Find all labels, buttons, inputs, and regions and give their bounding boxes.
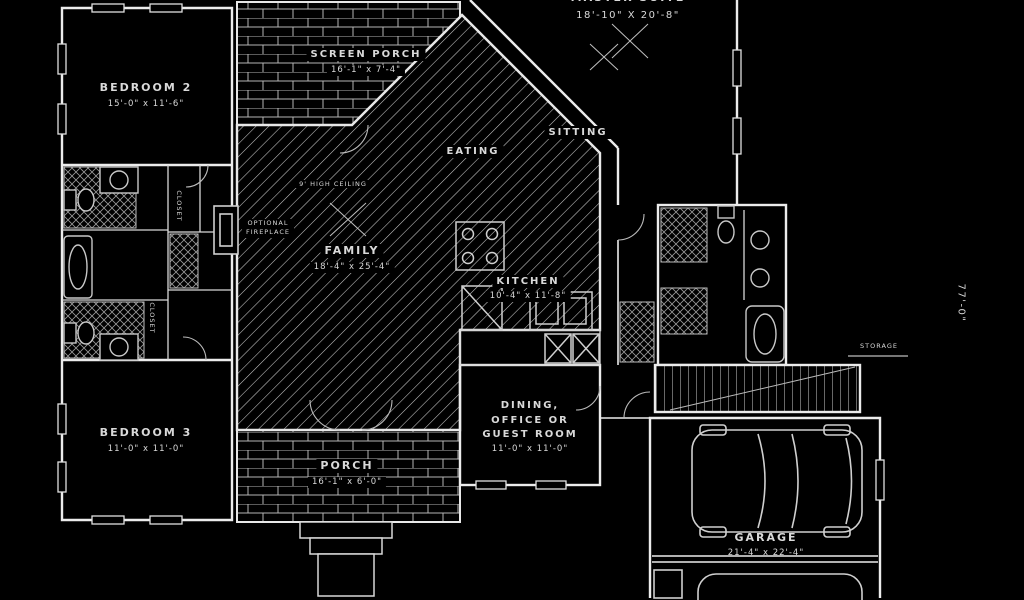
family-ceiling-note: 9' HIGH CEILING <box>295 180 371 189</box>
dining-line1: DINING, <box>500 400 560 411</box>
fireplace-note-line1: OPTIONAL <box>247 219 289 227</box>
interior-partitions <box>62 165 745 366</box>
windows <box>57 3 885 525</box>
porch-floor <box>236 429 461 523</box>
room-dims-master-suite: 18'-10" X 20'-8" <box>576 10 680 21</box>
room-label-eating: EATING <box>442 145 504 158</box>
room-label-master-suite: MASTER SUITE <box>571 0 686 4</box>
stairs <box>669 366 856 411</box>
dining-line3: GUEST ROOM <box>482 429 578 440</box>
porch-steps <box>299 521 393 597</box>
room-dims-kitchen: 10'-4" x 11'-8" <box>485 291 571 303</box>
room-dims-bedroom2: 15'-0" x 11'-6" <box>107 99 185 109</box>
room-label-sitting: SITTING <box>544 126 612 139</box>
walls <box>60 0 908 598</box>
ceiling-fan-marks <box>329 23 649 237</box>
room-label-family: FAMILY <box>320 244 384 259</box>
room-label-bedroom2: BEDROOM 2 <box>99 81 193 94</box>
kitchen-fixtures <box>455 221 600 364</box>
car-icon <box>691 424 863 538</box>
fireplace-note: OPTIONAL FIREPLACE <box>242 219 294 238</box>
room-dims-screen-porch: 16'-1" x 7'-4" <box>326 65 406 77</box>
crosshatch-floors <box>63 166 708 363</box>
room-label-screen-porch: SCREEN PORCH <box>306 48 426 61</box>
room-dims-porch: 16'-1" x 6'-0" <box>307 477 387 489</box>
room-label-garage: GARAGE <box>734 531 798 544</box>
room-label-kitchen: KITCHEN <box>492 275 564 288</box>
room-label-bedroom3: BEDROOM 3 <box>99 426 193 439</box>
closet-label-lower: CLOSET <box>148 302 156 334</box>
bath-fixtures <box>63 166 785 363</box>
car-icon-lower <box>653 569 863 600</box>
dining-line2: OFFICE OR <box>491 414 569 426</box>
room-dims-dining: 11'-0" x 11'-0" <box>491 443 569 454</box>
room-dims-bedroom3: 11'-0" x 11'-0" <box>107 444 185 454</box>
room-label-porch: PORCH <box>316 459 378 474</box>
room-dims-family: 18'-4" x 25'-4" <box>309 262 395 274</box>
room-label-dining: DINING, OFFICE OR GUEST ROOM 11'-0" x 11… <box>482 399 577 455</box>
door-arcs <box>182 124 651 431</box>
room-dims-garage: 21'-4" x 22'-4" <box>727 548 805 558</box>
fireplace <box>213 205 239 255</box>
fireplace-note-line2: FIREPLACE <box>246 228 290 237</box>
closet-label-upper: CLOSET <box>175 190 183 222</box>
storage-label: STORAGE <box>860 342 898 350</box>
overall-depth-dimension: 77'-0" <box>955 283 967 323</box>
